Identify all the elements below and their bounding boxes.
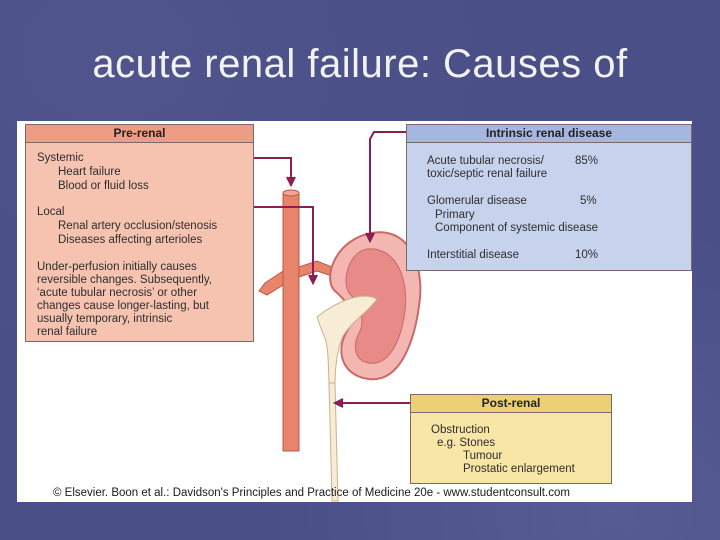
intrinsic-header: Intrinsic renal disease <box>407 125 691 143</box>
prerenal-note-line: Under-perfusion initially causes <box>37 261 197 273</box>
prerenal-box: Pre-renal Systemic Heart failure Blood o… <box>25 124 254 342</box>
prerenal-note-line: reversible changes. Subsequently, <box>37 274 212 286</box>
postrenal-stones: e.g. Stones <box>437 437 496 449</box>
renal-failure-figure: Pre-renal Systemic Heart failure Blood o… <box>17 121 692 502</box>
postrenal-header: Post-renal <box>411 395 611 413</box>
prerenal-note-line: changes cause longer-lasting, but <box>37 300 209 312</box>
prerenal-heart-failure: Heart failure <box>58 166 121 178</box>
prerenal-arterioles: Diseases affecting arterioles <box>58 234 203 246</box>
postrenal-tumour: Tumour <box>463 450 503 462</box>
intrinsic-interstitial: Interstitial disease <box>427 249 520 261</box>
intrinsic-interstitial-percent: 10% <box>575 249 599 261</box>
aorta-top <box>282 189 300 197</box>
intrinsic-systemic-component: Component of systemic disease <box>435 222 598 234</box>
intrinsic-glomerular: Glomerular disease <box>427 195 527 207</box>
intrinsic-box: Intrinsic renal disease Acute tubular ne… <box>406 124 692 271</box>
prerenal-artery-occlusion: Renal artery occlusion/stenosis <box>58 220 218 232</box>
prerenal-systemic: Systemic <box>37 152 84 164</box>
intrinsic-primary: Primary <box>435 209 475 221</box>
prerenal-note-line: usually temporary, intrinsic <box>37 313 173 325</box>
renal-pelvis <box>316 295 378 384</box>
postrenal-prostatic: Prostatic enlargement <box>463 463 575 475</box>
intrinsic-atn-line1: Acute tubular necrosis/ <box>427 155 544 167</box>
postrenal-box: Post-renal Obstruction e.g. Stones Tumou… <box>410 394 612 484</box>
prerenal-local: Local <box>37 206 65 218</box>
prerenal-blood-loss: Blood or fluid loss <box>58 180 149 192</box>
intrinsic-atn-line2: toxic/septic renal failure <box>427 168 548 180</box>
aorta <box>282 192 300 452</box>
intrinsic-atn-percent: 85% <box>575 155 599 167</box>
postrenal-obstruction: Obstruction <box>431 424 490 436</box>
copyright-caption: © Elsevier. Boon et al.: Davidson's Prin… <box>53 487 570 499</box>
prerenal-note-line: ‘acute tubular necrosis’ or other <box>37 287 198 299</box>
renal-medulla <box>345 248 407 364</box>
ureter <box>328 382 339 502</box>
prerenal-note-line: renal failure <box>37 326 98 338</box>
prerenal-header: Pre-renal <box>26 125 253 143</box>
slide-title: acute renal failure: Causes of <box>92 42 628 86</box>
intrinsic-glomerular-percent: 5% <box>580 195 597 207</box>
renal-artery <box>258 270 284 296</box>
